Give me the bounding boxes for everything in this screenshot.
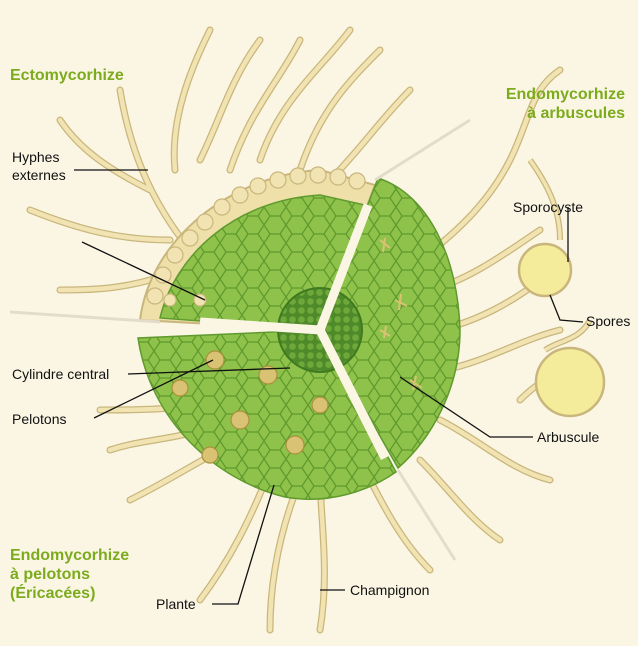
label-champignon: Champignon bbox=[350, 582, 429, 598]
label-cylindre-central: Cylindre central bbox=[12, 366, 109, 382]
root-cross-section bbox=[10, 120, 470, 560]
title-endomycorhize-arbuscules: Endomycorhize à arbuscules bbox=[470, 85, 625, 123]
title-arbus-line2: à arbuscules bbox=[470, 104, 625, 123]
title-pelo-line1: Endomycorhize bbox=[10, 546, 129, 565]
label-sporocyste: Sporocyste bbox=[513, 199, 583, 215]
label-pelotons: Pelotons bbox=[12, 411, 66, 427]
label-hyphes-line2: externes bbox=[12, 166, 66, 184]
label-arbuscule: Arbuscule bbox=[537, 429, 599, 445]
title-endomycorhize-pelotons: Endomycorhize à pelotons (Éricacées) bbox=[10, 546, 129, 603]
label-plante: Plante bbox=[156, 596, 196, 612]
title-ectomycorhize: Ectomycorhize bbox=[10, 66, 124, 85]
label-hyphes-line1: Hyphes bbox=[12, 148, 66, 166]
label-hyphes-externes: Hyphes externes bbox=[12, 148, 66, 184]
title-arbus-line1: Endomycorhize bbox=[470, 85, 625, 104]
title-pelo-line3: (Éricacées) bbox=[10, 584, 129, 603]
label-spores: Spores bbox=[586, 313, 630, 329]
title-pelo-line2: à pelotons bbox=[10, 565, 129, 584]
